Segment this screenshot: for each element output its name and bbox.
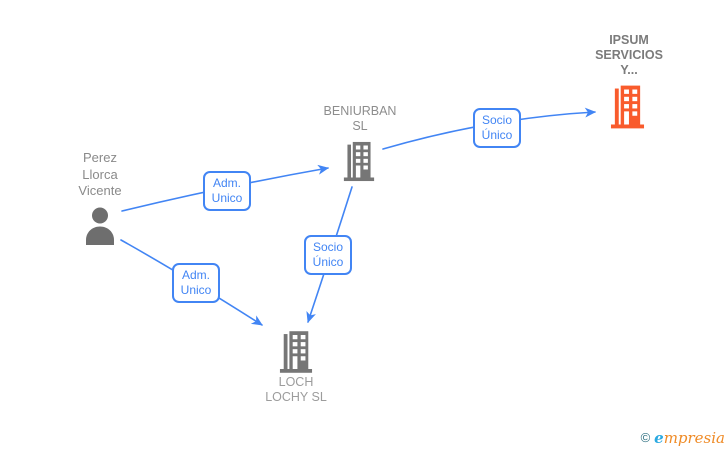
edge-label-socio-unico-loch[interactable]: Socio Único (304, 235, 352, 275)
node-label-beniurban-sl[interactable]: BENIURBAN SL (323, 104, 397, 133)
node-label-loch-lochy-sl[interactable]: LOCH LOCHY SL (265, 375, 327, 404)
person-icon[interactable] (84, 207, 116, 245)
node-label-perez-llorca-vicente[interactable]: Perez Llorca Vicente (78, 150, 122, 198)
building-icon-loch-lochy[interactable] (279, 331, 313, 373)
edge-label-socio-unico-ipsum[interactable]: Socio Único (473, 108, 521, 148)
building-icon-ipsum[interactable] (610, 85, 645, 129)
copyright-symbol: © (640, 430, 651, 445)
empresia-watermark: © empresia (641, 429, 725, 447)
edge-label-adm-unico-beniurban[interactable]: Adm. Unico (203, 171, 251, 211)
building-icon-beniurban[interactable] (343, 140, 375, 183)
empresia-logo: empresia (654, 429, 725, 447)
node-label-ipsum-servicios[interactable]: IPSUM SERVICIOS Y... (595, 33, 663, 77)
edge-label-adm-unico-loch[interactable]: Adm. Unico (172, 263, 220, 303)
